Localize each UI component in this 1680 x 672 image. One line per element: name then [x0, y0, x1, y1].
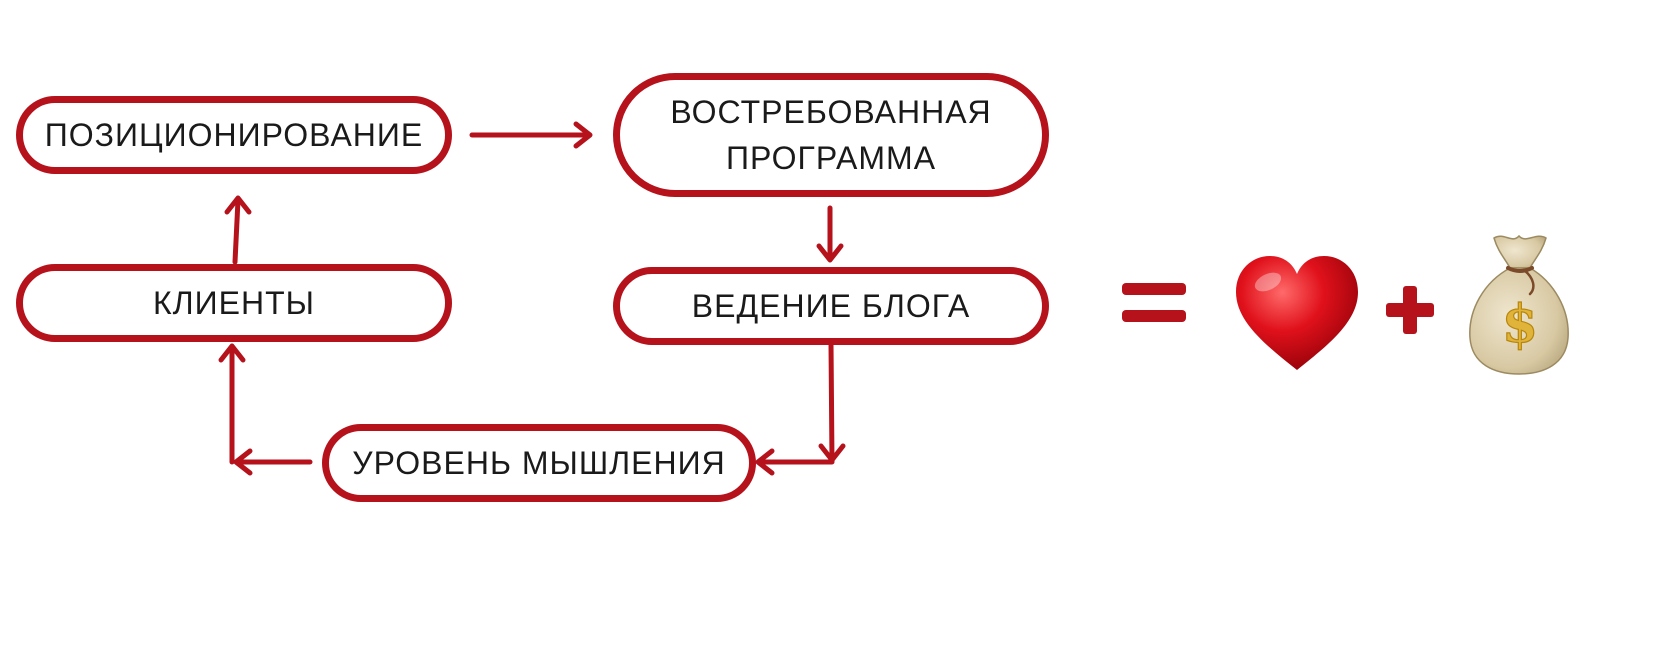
edge-mindset-to-clients	[218, 343, 313, 476]
node-blog: ВЕДЕНИЕ БЛОГА	[613, 267, 1049, 345]
heart-icon	[1236, 256, 1358, 370]
node-program: ВОСТРЕБОВАННАЯ ПРОГРАММА	[613, 73, 1049, 197]
edge-positioning-to-program	[469, 121, 593, 149]
edge-blog-to-mindset	[755, 341, 846, 476]
equals-icon	[1122, 283, 1186, 322]
plus-icon	[1386, 286, 1434, 334]
node-positioning: ПОЗИЦИОНИРОВАНИЕ	[16, 96, 452, 174]
money-bag-icon: $	[1469, 234, 1569, 375]
node-clients: КЛИЕНТЫ	[16, 264, 452, 342]
edge-clients-to-positioning	[224, 195, 252, 265]
edge-program-to-blog	[816, 205, 844, 263]
svg-text:$: $	[1502, 294, 1538, 355]
node-mindset: УРОВЕНЬ МЫШЛЕНИЯ	[322, 424, 756, 502]
